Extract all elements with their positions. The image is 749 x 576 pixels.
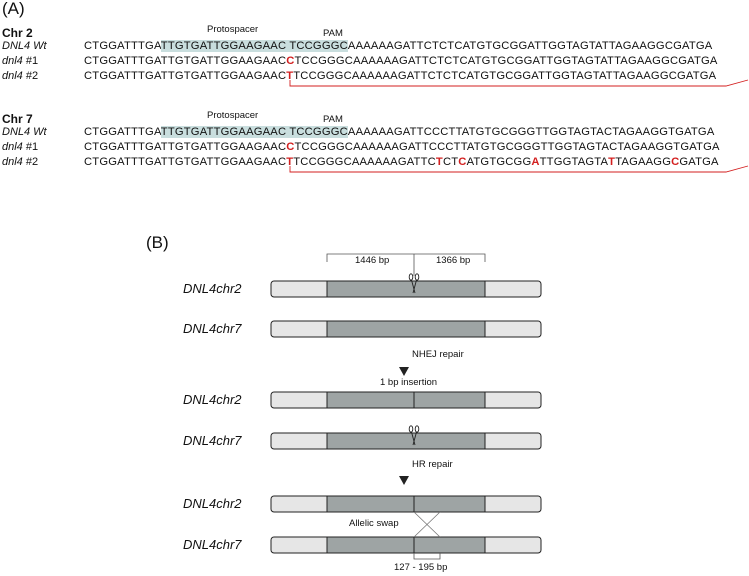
gene-label: DNL4chr2 [183,496,242,511]
gene-bar-chr7-b [270,432,542,450]
chr7-title: Chr 7 [2,112,33,126]
row-label: DNL4 Wt [2,40,47,52]
arrow-down-icon [399,476,409,485]
gene-label: DNL4chr2 [183,281,242,296]
distance-bracket [326,253,486,276]
row-label: dnl4 #1 [2,55,39,67]
arrow-down-icon [399,367,409,376]
row-label: dnl4 #2 [2,156,39,168]
row-label: DNL4 Wt [2,126,47,138]
gene-label: DNL4chr7 [183,433,242,448]
gene-bar-chr7-a [270,320,542,338]
nhej-label: NHEJ repair [412,349,464,360]
sequence-row: CTGGATTTGATTGTGATTGGAAGAACTTCCGGGCAAAAAA… [84,70,717,82]
gene-bar-chr2-a [270,280,542,298]
sequence-row: CTGGATTTGATTGTGATTGGAAGAACTTCCGGGCAAAAAA… [84,156,719,168]
scissors-icon [408,273,420,294]
row-label: dnl4 #2 [2,70,39,82]
range-label: 127 - 195 bp [394,562,448,573]
protospacer-label: Protospacer [207,24,259,35]
chr2-title: Chr 2 [2,26,33,40]
insertion-label: 1 bp insertion [380,377,438,388]
pam-label: PAM [323,114,343,125]
panel-b-label: (B) [146,233,169,252]
distance-left-label: 1446 bp [355,255,390,266]
gene-label: DNL4chr2 [183,392,242,407]
gene-bar-chr2-b [270,391,542,409]
gene-label: DNL4chr7 [183,537,242,552]
sequence-row: CTGGATTTGATTGTGATTGGAAGAACCTCCGGGCAAAAAA… [84,55,718,67]
distance-right-label: 1366 bp [436,255,471,266]
hr-label: HR repair [412,459,453,470]
scissors-icon [408,425,420,446]
sequence-row: CTGGATTTGATTGTGATTGGAAGAAC TCCGGGCAAAAAA… [84,40,713,52]
protospacer-label: Protospacer [207,110,259,121]
pam-label: PAM [323,28,343,39]
sequence-row: CTGGATTTGATTGTGATTGGAAGAAC TCCGGGCAAAAAA… [84,126,715,138]
mutation-bracket [289,79,749,87]
row-label: dnl4 #1 [2,141,39,153]
gene-bar-chr2-c [270,495,542,513]
range-bracket [413,553,441,560]
allelic-swap-label: Allelic swap [349,518,399,529]
panel-a-label: (A) [2,0,25,18]
gene-bar-chr7-c [270,536,542,554]
allelic-swap-cross [413,511,441,538]
gene-label: DNL4chr7 [183,321,242,336]
mutation-bracket [289,165,749,173]
sequence-row: CTGGATTTGATTGTGATTGGAAGAACCTCCGGGCAAAAAA… [84,141,720,153]
